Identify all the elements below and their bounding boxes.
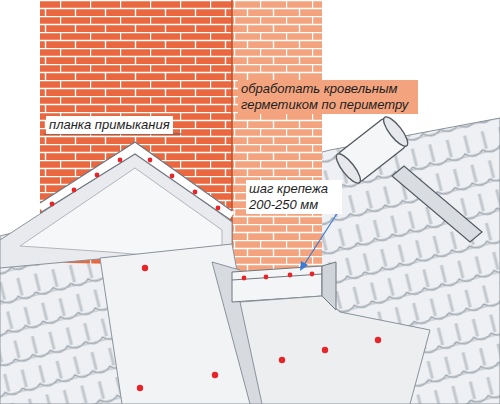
hammer	[333, 114, 482, 242]
leader-line	[302, 212, 338, 268]
fasteners	[50, 158, 382, 392]
note-label: обработать кровельным герметиком по пери…	[238, 80, 418, 114]
apron-front-line	[232, 274, 322, 280]
leader-arrowhead	[300, 261, 308, 271]
dimension-label: шаг крепежа 200-250 мм	[246, 180, 342, 214]
chimney-side-face	[232, 0, 322, 272]
part-label: планка примыкания	[46, 116, 173, 134]
adjoining-strip-edge	[40, 154, 232, 221]
apron-front-fold	[322, 262, 336, 310]
apron-front-skirt	[240, 296, 430, 404]
adjoining-strip	[40, 148, 232, 216]
